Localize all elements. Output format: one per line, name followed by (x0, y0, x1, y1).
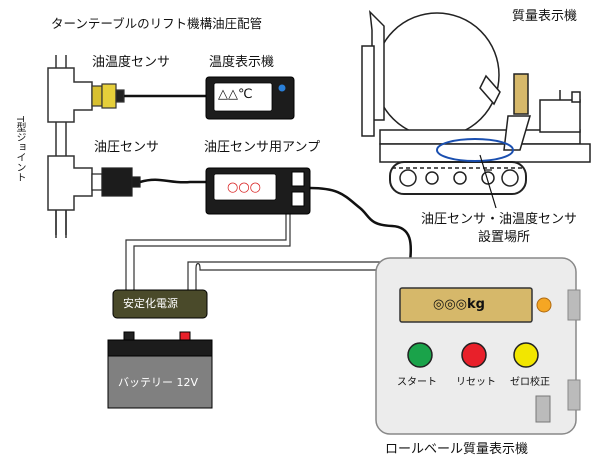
mass-display-unit (375, 257, 581, 435)
temp-display-screen (213, 82, 273, 112)
power-supply-label: 安定化電源 (123, 297, 178, 310)
reset-button[interactable] (461, 342, 487, 368)
install-location-marker (436, 138, 514, 209)
machine-illustration (361, 9, 591, 195)
battery (107, 331, 213, 409)
start-button[interactable] (407, 342, 433, 368)
amplifier-label: 油圧センサ用アンプ (204, 140, 321, 155)
pressure-amplifier (205, 167, 311, 215)
status-indicator-light (536, 297, 552, 313)
zero-calibration-label: ゼロ校正 (510, 377, 550, 388)
power-wires (125, 214, 380, 290)
t-joint-upper (47, 67, 93, 123)
cables (123, 94, 413, 263)
mass-display-readout: ◎◎◎kg (433, 297, 485, 312)
diagram-title: ターンテーブルのリフト機構油圧配管 (51, 16, 263, 31)
t-joint-lower (47, 155, 93, 211)
temp-display-readout: △△℃ (218, 87, 253, 102)
temperature-display (205, 76, 295, 120)
roll-bale (374, 12, 500, 138)
t-joint-label: T型ジョイント (14, 116, 25, 183)
display-unit-title: ロールベール質量表示機 (385, 442, 529, 457)
mass-screen (399, 287, 533, 323)
install-location-label: 油圧センサ・油温度センサ (421, 212, 578, 227)
oil-temp-sensor (91, 83, 125, 109)
amplifier-readout: ○○○ (227, 180, 262, 195)
start-button-label: スタート (397, 377, 437, 388)
temp-display-label: 温度表示機 (209, 55, 275, 70)
battery-label: バッテリー 12V (118, 376, 199, 389)
unit-slot (535, 395, 551, 423)
reset-button-label: リセット (456, 377, 496, 388)
oil-pressure-sensor-label: 油圧センサ (94, 140, 160, 155)
machine-mass-display-label: 質量表示機 (512, 9, 578, 24)
power-supply (112, 289, 208, 319)
oil-temp-sensor-label: 油温度センサ (92, 55, 171, 70)
oil-pressure-sensor (91, 167, 141, 197)
amp-screen (213, 173, 277, 201)
temp-indicator-light (278, 84, 286, 92)
install-location-sublabel: 設置場所 (478, 230, 531, 245)
zero-calibration-button[interactable] (513, 342, 539, 368)
pipe-assembly (47, 55, 93, 238)
